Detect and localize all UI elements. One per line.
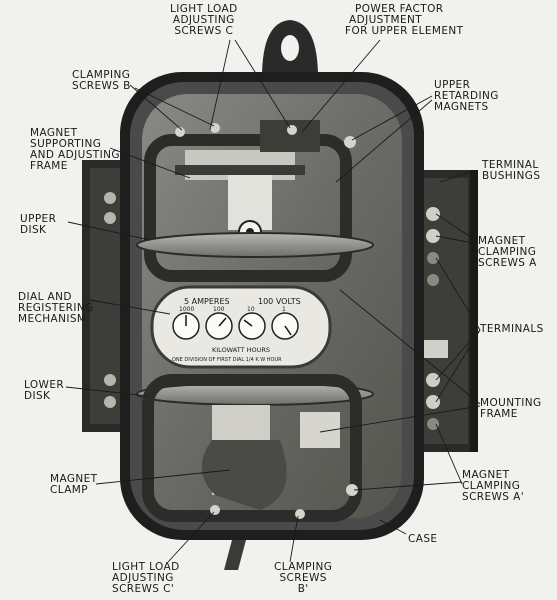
dial-volts: 100 VOLTS [258, 297, 301, 306]
upper-magnet-frame [144, 120, 356, 282]
leader-lines [65, 39, 481, 563]
dial-plate: 5 AMPERES 100 VOLTS 1000 100 10 1 KILOWA… [150, 285, 332, 369]
dial-label: 1 [282, 306, 286, 313]
dial-1: 1 [271, 306, 299, 340]
label-case: CASE [408, 533, 438, 545]
dial-amperes: 5 AMPERES [184, 297, 230, 306]
dial-label: 100 [213, 306, 225, 313]
bottom-lever [224, 540, 246, 570]
dial-100: 100 [205, 306, 233, 340]
dial-label: 1000 [179, 306, 194, 313]
dial-note: ONE DIVISION OF FIRST DIAL 1/4 K W HOUR [172, 357, 282, 363]
lower-magnet-frame [142, 374, 362, 522]
dial-1000: 1000 [172, 306, 200, 340]
dial-unit: KILOWATT HOURS [212, 346, 270, 354]
upper-disk [136, 232, 374, 258]
dial-10: 10 [238, 306, 266, 340]
mounting-lug [262, 20, 318, 78]
right-terminal-block [412, 170, 478, 452]
label-terminals: TERMINALS [480, 323, 544, 335]
dial-label: 10 [247, 306, 255, 313]
